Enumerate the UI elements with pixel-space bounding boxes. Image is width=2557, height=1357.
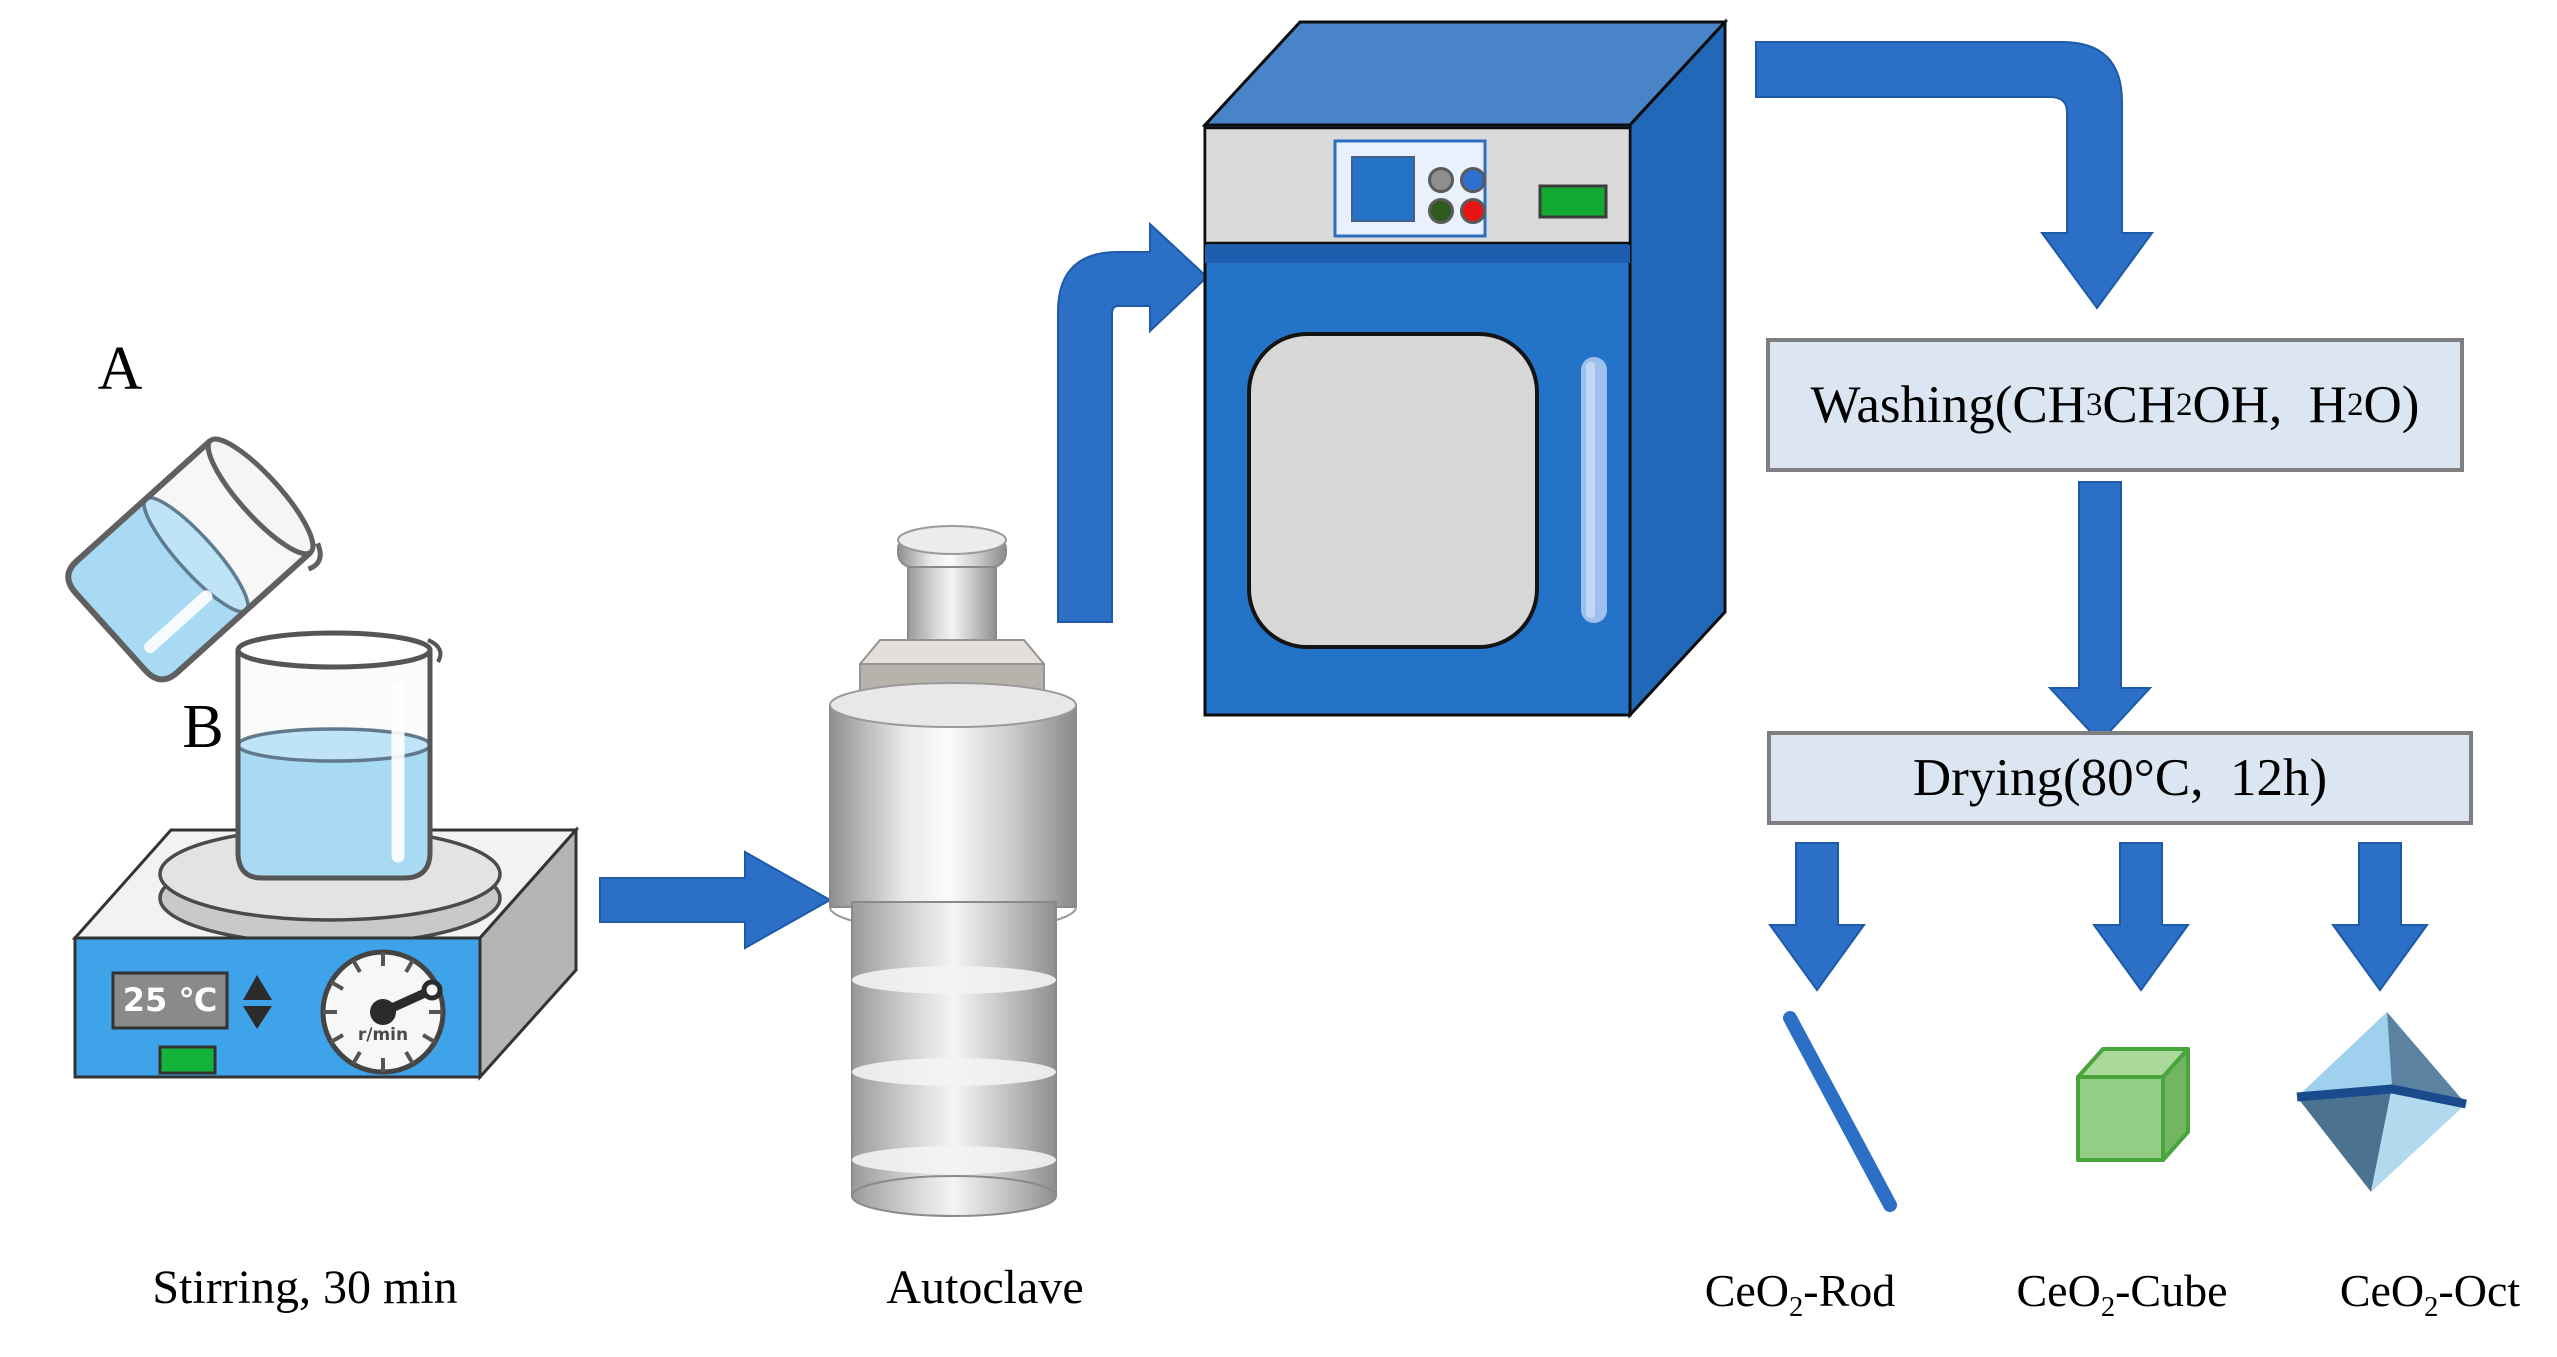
ceo2-rod-icon xyxy=(1783,1011,1897,1212)
flow-arrow-to-rod xyxy=(1768,842,1866,992)
speed-dial-icon[interactable] xyxy=(320,949,446,1075)
beaker-a-label: A xyxy=(97,335,143,403)
flow-arrow-oven-to-washing xyxy=(1755,41,2154,310)
flow-arrow-autoclave-to-oven xyxy=(1057,221,1209,623)
oven-button-green[interactable] xyxy=(1428,198,1454,224)
beaker-b-label: B xyxy=(182,693,224,761)
temp-up-icon[interactable] xyxy=(243,975,272,1000)
oven-button-gray[interactable] xyxy=(1428,167,1454,193)
oven-button-red[interactable] xyxy=(1460,198,1486,224)
stirrer-dial-unit-label: r/min xyxy=(357,1025,409,1045)
oven-button-blue[interactable] xyxy=(1460,167,1486,193)
ceo2-rod-label: CeO2-Rod xyxy=(1704,1265,1896,1324)
oven-screen xyxy=(1351,156,1415,222)
ceo2-cube-label: CeO2-Cube xyxy=(2016,1265,2228,1324)
drying-step-label: Drying(80°C, 12h) xyxy=(1912,749,2328,807)
oven-door-window xyxy=(1247,332,1539,649)
washing-step-box xyxy=(1766,338,2464,472)
beaker-b-icon xyxy=(235,630,443,881)
stirring-caption: Stirring, 30 min xyxy=(152,1261,458,1314)
autoclave-icon xyxy=(829,525,1077,1217)
power-button[interactable] xyxy=(158,1045,217,1075)
drying-step-box xyxy=(1767,731,2473,825)
oven-power-button[interactable] xyxy=(1538,184,1608,219)
stirrer-temperature-readout: 25 ℃ xyxy=(122,981,218,1019)
temp-down-icon[interactable] xyxy=(243,1006,272,1029)
temperature-display xyxy=(111,971,229,1030)
ceo2-oct-label: CeO2-Oct xyxy=(2339,1265,2521,1324)
flow-arrow-washing-to-drying xyxy=(2047,481,2153,744)
ceo2-cube-icon xyxy=(2076,1047,2190,1162)
ceo2-octahedron-icon xyxy=(2296,1012,2467,1192)
autoclave-caption: Autoclave xyxy=(886,1261,1084,1314)
flow-arrow-to-oct xyxy=(2331,842,2429,992)
oven-icon xyxy=(1201,18,1729,719)
flow-arrow-to-cube xyxy=(2092,842,2190,992)
flow-arrow-stir-to-autoclave xyxy=(599,850,833,950)
beaker-a-icon xyxy=(65,436,323,683)
